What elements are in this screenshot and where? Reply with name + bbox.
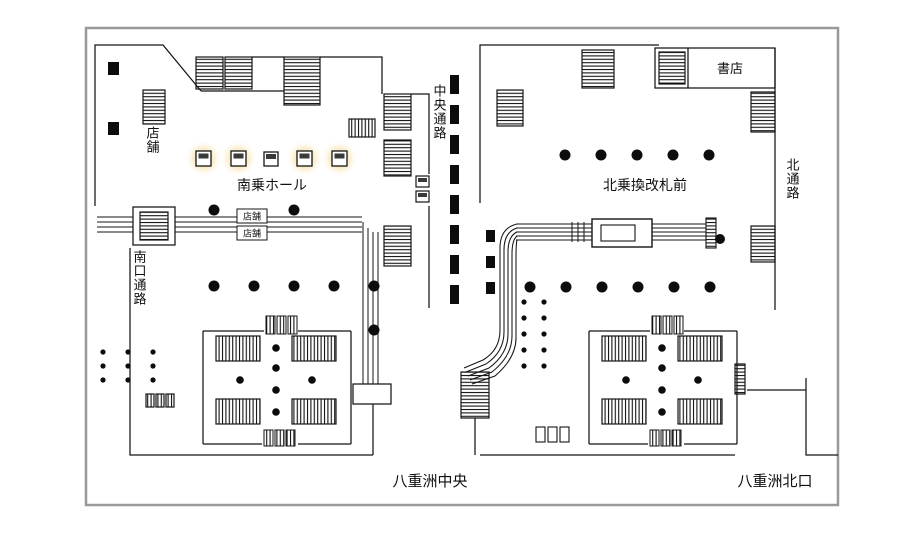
escalator-icon: [705, 217, 717, 249]
label-yaesu-north-exit: 八重洲北口: [737, 473, 812, 490]
label-shop-small-lower: 店舗: [243, 228, 261, 239]
gate-booth: [591, 218, 653, 248]
stairs-icon: [139, 211, 169, 241]
stairs-icon: [658, 51, 686, 85]
label-shops-top-left: 店舗: [145, 126, 160, 154]
map-border-frame: [84, 26, 840, 507]
central-passage-gates: [415, 175, 430, 203]
square-pillars: [108, 62, 495, 294]
stairs-icon: [383, 139, 412, 177]
label-south-exit-passage: 南口通路: [132, 249, 147, 306]
shop-box: [236, 225, 268, 241]
label-yaesu-central-exit: 八重洲中央: [392, 473, 467, 490]
stairs-icon: [142, 89, 166, 125]
label-shop-small-upper: 店舗: [243, 211, 261, 222]
label-south-boarding-hall: 南乗ホール: [237, 177, 307, 193]
vertical-corridor-band: [362, 222, 379, 384]
small-gate-boxes: [535, 426, 570, 443]
stairs-icon: [581, 49, 615, 89]
corridor-end-box: [352, 383, 392, 405]
north-transfer-gate-lines: [516, 217, 717, 249]
label-north-transfer-gate-front: 北乗換改札前: [603, 177, 687, 193]
escalator-icon: [165, 393, 175, 408]
small-pillar-dots: [100, 299, 547, 383]
stairs-icon: [496, 89, 524, 127]
curved-passage-lines: [463, 223, 518, 385]
stairs-icon: [383, 225, 412, 267]
label-north-passage: 北通路: [785, 158, 800, 200]
south-hall-ticket-gates: [184, 139, 359, 178]
stairs-icon: [750, 91, 776, 133]
stairs-escalators: [139, 49, 776, 419]
stairs-icon: [383, 93, 412, 131]
stairs-icon: [460, 371, 490, 419]
stairs-icon: [750, 225, 776, 263]
label-bookstore: 書店: [717, 61, 743, 76]
stairs-icon: [195, 56, 224, 90]
label-central-passage: 中央通路: [432, 84, 447, 140]
escalator-icon: [145, 393, 155, 408]
central-passage-dashes: [450, 75, 459, 304]
stairs-icon: [348, 118, 376, 138]
stairs-icon: [283, 56, 321, 106]
shop-box: [236, 208, 268, 224]
stairs-icon: [224, 56, 253, 90]
walls: [94, 44, 838, 456]
escalator-icon: [734, 363, 746, 395]
escalator-icon: [155, 393, 165, 408]
walkway-shop-boxes: [236, 208, 268, 241]
pillar-dots: [208, 149, 725, 336]
